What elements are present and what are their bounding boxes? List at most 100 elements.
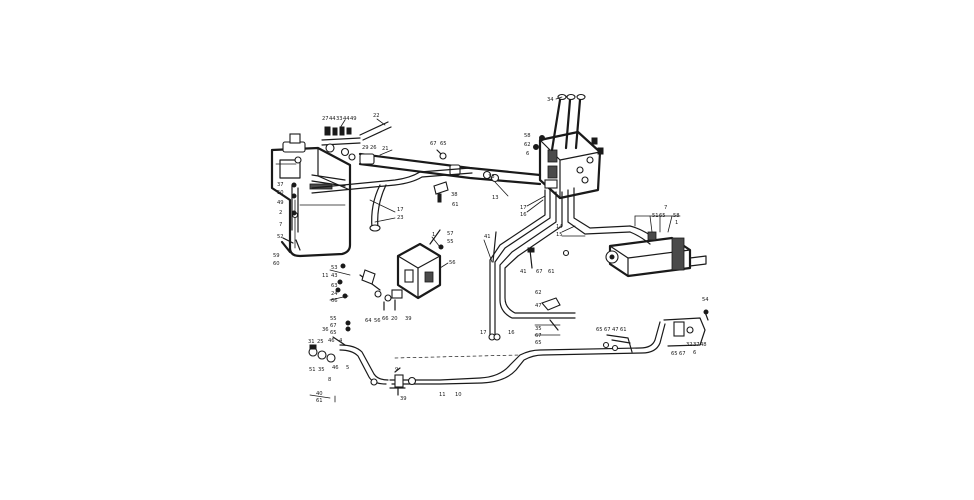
callout-label: 65 [330, 330, 337, 336]
callout-label: 7 [279, 222, 282, 228]
callout-label: 2 [279, 210, 282, 216]
callout-label: 49 [277, 200, 284, 206]
tank-side-bolts [280, 182, 297, 254]
right-valve-block [663, 309, 709, 347]
callout-label: 50 [277, 190, 284, 196]
callout-label: 35 [318, 367, 325, 373]
callout-labels: 34 27 44 33 44 49 22 21 29 26 37 50 49 2… [273, 97, 709, 404]
callout-label: 65 [440, 141, 447, 147]
tank-top-fittings [321, 121, 392, 161]
callout-label: 17 [520, 205, 527, 211]
callout-label: 62 [524, 142, 531, 148]
callout-label: 29 [362, 145, 369, 151]
callout-label: 27 [322, 116, 329, 122]
callout-label: 34 [547, 97, 554, 103]
callout-label: 65 [596, 327, 603, 333]
callout-label: 10 [455, 392, 462, 398]
callout-label: 11 [439, 392, 446, 398]
callout-label: 57 [447, 231, 454, 237]
callout-label: 47 [612, 327, 619, 333]
callout-label: 44 [329, 116, 336, 122]
callout-label: 59 [273, 253, 280, 259]
callout-label: 6 [693, 350, 696, 356]
callout-label: 61 [620, 327, 627, 333]
callout-label: 9 [395, 367, 398, 373]
callout-label: 37 [693, 342, 700, 348]
callout-label: 17 [397, 207, 404, 213]
callout-label: 55 [447, 239, 454, 245]
callout-label: 48 [700, 342, 707, 348]
callout-label: 38 [488, 174, 495, 180]
callout-label: 41 [520, 269, 527, 275]
callout-label: 11 [322, 273, 329, 279]
callout-label: 16 [508, 330, 515, 336]
callout-label: 40 [316, 391, 323, 397]
callout-label: 55 [330, 316, 337, 322]
callout-label: 14 [556, 224, 563, 230]
callout-label: 47 [535, 303, 542, 309]
callout-label: 32 [686, 342, 693, 348]
callout-label: 66 [382, 316, 389, 322]
callout-label: 22 [373, 113, 380, 119]
delivery-pipes [488, 187, 631, 341]
callout-label: 39 [400, 396, 407, 402]
callout-label: 23 [397, 215, 404, 221]
callout-label: 56 [449, 260, 456, 266]
callout-label: 37 [277, 182, 284, 188]
hydraulic-cylinder [605, 215, 707, 278]
callout-label: 58 [524, 133, 531, 139]
leader-lines [309, 96, 586, 403]
callout-label: 41 [484, 234, 491, 240]
callout-label: 60 [273, 261, 280, 267]
callout-label: 64 [365, 318, 372, 324]
callout-label: 49 [350, 116, 357, 122]
callout-label: 20 [391, 316, 398, 322]
callout-label: 67 [536, 269, 543, 275]
callout-label: 24 [331, 291, 338, 297]
callout-label: 51 [309, 367, 316, 373]
callout-label: 33 [336, 116, 343, 122]
callout-label: 5 [346, 365, 349, 371]
callout-label: 16 [520, 212, 527, 218]
callout-label: 1 [432, 232, 435, 238]
callout-label: 6 [526, 151, 529, 157]
callout-label: 17 [480, 330, 487, 336]
control-valve [533, 130, 604, 200]
callout-label: 66 [331, 298, 338, 304]
callout-label: 44 [343, 116, 350, 122]
pump-block [396, 229, 444, 300]
callout-label: 65 [659, 213, 666, 219]
callout-label: 36 [322, 327, 329, 333]
callout-label: 67 [679, 351, 686, 357]
callout-label: 8 [328, 377, 331, 383]
callout-label: 67 [535, 333, 542, 339]
lower-mid-bracket [527, 247, 633, 353]
pump-block-fittings [335, 263, 403, 311]
callout-label: 4 [339, 338, 343, 344]
callout-label: 63 [331, 283, 338, 289]
callout-label: 15 [556, 232, 563, 238]
callout-label: 1 [675, 220, 678, 226]
callout-label: 62 [535, 290, 542, 296]
callout-label: 52 [277, 234, 284, 240]
callout-label: 61 [548, 269, 555, 275]
callout-label: 65 [535, 340, 542, 346]
callout-label: 61 [452, 202, 459, 208]
callout-label: 38 [451, 192, 458, 198]
callout-label: 67 [330, 323, 337, 329]
callout-label: 13 [492, 195, 499, 201]
callout-label: 21 [382, 146, 389, 152]
callout-label: 58 [673, 213, 680, 219]
callout-label: 7 [664, 205, 667, 211]
callout-label: 51 [652, 213, 659, 219]
callout-label: 43 [331, 273, 338, 279]
callout-label: 39 [405, 316, 412, 322]
bottom-pipe [339, 321, 666, 396]
bracket-38 [433, 181, 449, 203]
callout-label: 54 [702, 297, 709, 303]
callout-label: 67 [430, 141, 437, 147]
callout-label: 56 [374, 318, 381, 324]
callout-label: 46 [332, 365, 339, 371]
